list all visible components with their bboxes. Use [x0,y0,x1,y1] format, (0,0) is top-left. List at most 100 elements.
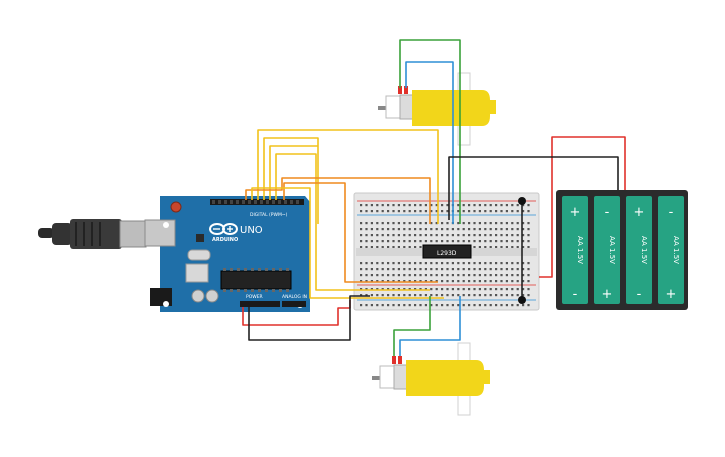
breadboard-hole[interactable] [408,288,411,291]
breadboard-hole[interactable] [446,268,449,271]
breadboard-hole[interactable] [435,280,438,283]
breadboard-hole[interactable] [527,304,530,307]
breadboard-hole[interactable] [370,234,373,237]
breadboard-hole[interactable] [451,234,454,237]
breadboard-hole[interactable] [414,246,417,249]
breadboard-hole[interactable] [365,234,368,237]
breadboard-hole[interactable] [473,240,476,243]
breadboard-hole[interactable] [397,234,400,237]
breadboard-hole[interactable] [468,288,471,291]
breadboard-hole[interactable] [473,204,476,207]
breadboard-hole[interactable] [403,274,406,277]
wire-yellow-3[interactable] [269,145,318,200]
breadboard-hole[interactable] [484,280,487,283]
breadboard-hole[interactable] [381,210,384,213]
breadboard-hole[interactable] [441,240,444,243]
breadboard-hole[interactable] [430,234,433,237]
breadboard-hole[interactable] [424,204,427,207]
breadboard-hole[interactable] [430,262,433,265]
breadboard-hole[interactable] [500,228,503,231]
breadboard-hole[interactable] [430,294,433,297]
breadboard-hole[interactable] [435,304,438,307]
breadboard-hole[interactable] [489,240,492,243]
breadboard-hole[interactable] [473,294,476,297]
breadboard-hole[interactable] [473,234,476,237]
breadboard-hole[interactable] [522,268,525,271]
breadboard-hole[interactable] [527,294,530,297]
breadboard-hole[interactable] [441,234,444,237]
breadboard-hole[interactable] [489,268,492,271]
breadboard-hole[interactable] [489,222,492,225]
breadboard-hole[interactable] [500,222,503,225]
breadboard-hole[interactable] [414,304,417,307]
breadboard-hole[interactable] [376,204,379,207]
breadboard-hole[interactable] [457,268,460,271]
breadboard-hole[interactable] [360,294,363,297]
breadboard-hole[interactable] [441,204,444,207]
breadboard-hole[interactable] [516,288,519,291]
breadboard-hole[interactable] [495,210,498,213]
breadboard-hole[interactable] [495,228,498,231]
breadboard-hole[interactable] [441,228,444,231]
breadboard-hole[interactable] [441,280,444,283]
breadboard-hole[interactable] [522,228,525,231]
breadboard-hole[interactable] [397,294,400,297]
breadboard-hole[interactable] [500,288,503,291]
breadboard-hole[interactable] [489,304,492,307]
breadboard-hole[interactable] [457,222,460,225]
breadboard-hole[interactable] [484,222,487,225]
breadboard-hole[interactable] [495,294,498,297]
breadboard-hole[interactable] [500,294,503,297]
breadboard-hole[interactable] [516,294,519,297]
breadboard-hole[interactable] [495,246,498,249]
breadboard-hole[interactable] [441,294,444,297]
breadboard-hole[interactable] [495,304,498,307]
breadboard-hole[interactable] [505,274,508,277]
breadboard-hole[interactable] [500,240,503,243]
breadboard-hole[interactable] [397,280,400,283]
breadboard-hole[interactable] [441,268,444,271]
breadboard-hole[interactable] [408,246,411,249]
breadboard-hole[interactable] [495,274,498,277]
breadboard-hole[interactable] [365,262,368,265]
breadboard-hole[interactable] [495,234,498,237]
breadboard-hole[interactable] [451,280,454,283]
breadboard-hole[interactable] [489,288,492,291]
breadboard-hole[interactable] [376,262,379,265]
breadboard-hole[interactable] [473,274,476,277]
breadboard-hole[interactable] [419,304,422,307]
breadboard-hole[interactable] [408,204,411,207]
breadboard-hole[interactable] [370,210,373,213]
breadboard-hole[interactable] [527,204,530,207]
breadboard-hole[interactable] [365,240,368,243]
breadboard-hole[interactable] [376,228,379,231]
breadboard-hole[interactable] [381,288,384,291]
breadboard-hole[interactable] [462,240,465,243]
breadboard-hole[interactable] [360,204,363,207]
breadboard-hole[interactable] [457,262,460,265]
breadboard-hole[interactable] [387,280,390,283]
breadboard-hole[interactable] [462,222,465,225]
breadboard-hole[interactable] [522,246,525,249]
breadboard-hole[interactable] [414,294,417,297]
wire-yellow-1[interactable] [257,129,439,224]
breadboard-hole[interactable] [376,240,379,243]
breadboard-hole[interactable] [478,304,481,307]
breadboard-hole[interactable] [478,268,481,271]
breadboard-hole[interactable] [441,288,444,291]
breadboard-hole[interactable] [473,210,476,213]
breadboard-hole[interactable] [505,304,508,307]
breadboard-hole[interactable] [387,262,390,265]
breadboard-hole[interactable] [489,204,492,207]
breadboard-hole[interactable] [365,268,368,271]
breadboard-hole[interactable] [397,204,400,207]
breadboard-hole[interactable] [511,280,514,283]
breadboard-hole[interactable] [403,240,406,243]
breadboard-hole[interactable] [451,262,454,265]
breadboard-hole[interactable] [446,280,449,283]
breadboard-hole[interactable] [430,204,433,207]
breadboard-hole[interactable] [441,262,444,265]
breadboard-hole[interactable] [446,210,449,213]
breadboard-hole[interactable] [489,210,492,213]
breadboard-hole[interactable] [522,304,525,307]
